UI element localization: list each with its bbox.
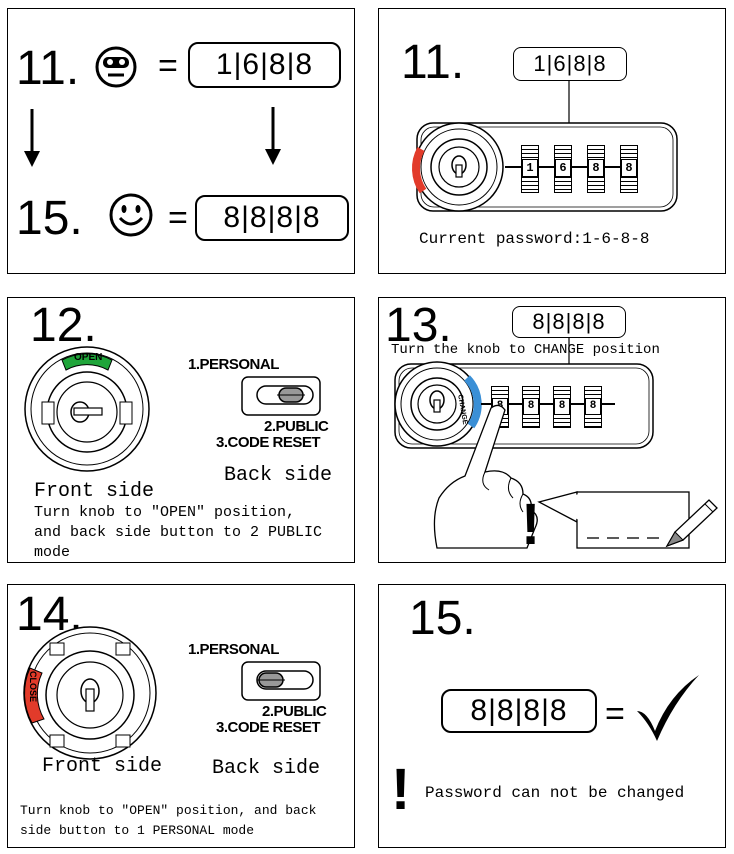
- code-display-new: 8| 8| 8| 8: [512, 306, 626, 338]
- switch-mode-personal: 1.PERSONAL: [188, 356, 279, 373]
- switch-mode-personal: 1.PERSONAL: [188, 641, 279, 658]
- code-digit: 8: [268, 48, 287, 81]
- panel-step-14: 14. CLOSE 1.PERSONAL 2.PUBLIC 3.CODE RES…: [7, 584, 355, 848]
- step-label-12: 12.: [30, 299, 97, 352]
- code-digit: 8: [223, 201, 242, 234]
- current-password-caption: Current password:1-6-8-8: [419, 230, 650, 248]
- panel-step-11-summary: 11. = 1| 6| 8| 8 15. = 8| 8| 8| 8: [7, 8, 355, 274]
- switch-mode-public: 2.PUBLIC: [262, 703, 327, 720]
- panel-step-13: 13. 8| 8| 8| 8 Turn the knob to CHANGE p…: [378, 297, 726, 563]
- equals-sign-top: =: [158, 47, 178, 85]
- step-12-instruction-line-3: mode: [34, 544, 71, 561]
- panel-step-15: 15. 8| 8| 8| 8 = ! Password can not be c…: [378, 584, 726, 848]
- panel-step-12: 12. OPEN 1.PERSONAL 2.PUBLIC 3.CODE RESE…: [7, 297, 355, 563]
- code-display-current: 1| 6| 8| 8: [188, 42, 341, 88]
- back-side-label: Back side: [212, 757, 321, 780]
- wheel-digit: 8: [621, 159, 637, 177]
- back-side-label: Back side: [224, 464, 333, 487]
- switch-mode-public: 2.PUBLIC: [264, 418, 329, 435]
- code-digit: 8: [593, 51, 607, 76]
- front-side-label: Front side: [34, 480, 155, 503]
- code-digit: 8: [249, 201, 268, 234]
- down-arrow-icon: [24, 109, 40, 167]
- code-digit: 6: [242, 48, 261, 81]
- equals-sign-bottom: =: [168, 199, 188, 237]
- smiley-face-icon: [109, 193, 153, 237]
- step-14-instruction-line-2: side button to 1 PERSONAL mode: [20, 823, 255, 838]
- code-digit: 8: [549, 694, 568, 727]
- code-digit: 8: [592, 309, 606, 334]
- code-display-new: 8| 8| 8| 8: [195, 195, 349, 241]
- step-12-instruction-line-2: and back side button to 2 PUBLIC: [34, 524, 323, 541]
- front-side-label: Front side: [42, 755, 163, 778]
- wheel-digit: 8: [523, 398, 539, 415]
- knob-front-open-illustration: [24, 346, 150, 472]
- down-arrow-icon: [265, 107, 281, 165]
- change-position-caption: Turn the knob to CHANGE position: [391, 342, 660, 358]
- close-label: CLOSE: [28, 671, 38, 703]
- step-label-11: 11.: [16, 42, 80, 95]
- wheel-digit: 8: [554, 398, 570, 415]
- mode-switch-personal-illustration: [241, 661, 321, 701]
- code-digit: 8: [295, 48, 314, 81]
- code-digit: 8: [552, 309, 566, 334]
- code-digit: 8: [302, 201, 321, 234]
- code-digit: 8: [496, 694, 515, 727]
- wheel-digit: 8: [585, 398, 601, 415]
- knob-front-close-illustration: [23, 626, 157, 760]
- hand-pointing-icon: [433, 404, 538, 549]
- step-label-11: 11.: [401, 36, 465, 89]
- step-12-instruction-line-1: Turn knob to "OPEN" position,: [34, 504, 296, 521]
- password-unchanged-caption: Password can not be changed: [425, 784, 685, 802]
- code-digit: 8: [523, 694, 542, 727]
- code-digit: 8: [276, 201, 295, 234]
- switch-mode-code-reset: 3.CODE RESET: [216, 434, 321, 451]
- open-label: OPEN: [74, 352, 103, 363]
- code-digit: 8: [573, 51, 587, 76]
- code-digit: 8: [572, 309, 586, 334]
- checkmark-icon: [637, 675, 699, 741]
- code-digit: 8: [470, 694, 489, 727]
- wheel-digit: 6: [555, 159, 571, 177]
- warning-exclamation-icon: !: [391, 757, 411, 822]
- code-display-final: 8| 8| 8| 8: [441, 689, 597, 733]
- step-label-13: 13.: [385, 299, 452, 352]
- neutral-face-icon: [95, 46, 137, 88]
- switch-mode-code-reset: 3.CODE RESET: [216, 719, 321, 736]
- wheel-digit: 8: [588, 159, 604, 177]
- pencil-icon: [665, 499, 718, 548]
- mode-switch-public-illustration: [241, 376, 321, 416]
- code-digit: 1: [215, 48, 234, 81]
- step-label-15: 15.: [409, 592, 476, 645]
- step-label-15: 15.: [16, 192, 83, 245]
- combination-lock-illustration: [411, 122, 678, 212]
- warning-exclamation-icon: !: [521, 492, 541, 557]
- panel-step-11-lock: 11. 1| 6| 8| 8 1 6 8 8 Current password:…: [378, 8, 726, 274]
- step-14-instruction-line-1: Turn knob to "OPEN" position, and back: [20, 803, 317, 818]
- note-callout-illustration: [537, 491, 690, 549]
- equals-sign: =: [605, 695, 625, 733]
- code-digit: 6: [553, 51, 567, 76]
- code-digit: 8: [532, 309, 546, 334]
- code-display-current: 1| 6| 8| 8: [513, 47, 627, 81]
- wheel-digit: 1: [522, 159, 538, 177]
- code-digit: 1: [533, 51, 547, 76]
